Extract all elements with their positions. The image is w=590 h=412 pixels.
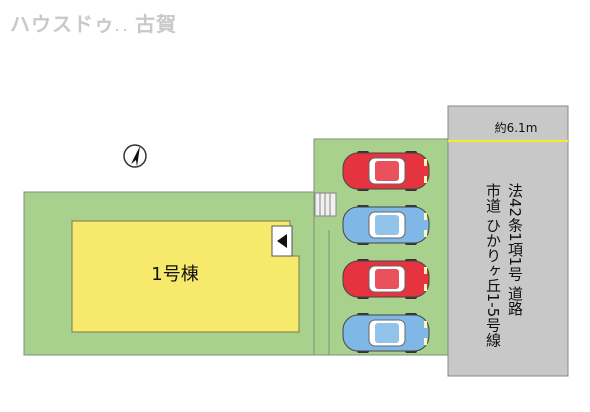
compass-north-icon bbox=[123, 144, 147, 168]
road-width-label: 約6.1m bbox=[494, 121, 538, 135]
road bbox=[447, 105, 569, 377]
car-icon bbox=[342, 151, 430, 191]
road-legal-label: 法42条1項1号 道路 bbox=[506, 183, 524, 316]
road-name-label: 市道 ひかりヶ丘1-5号線 bbox=[484, 183, 502, 348]
building-label: 1号棟 bbox=[151, 264, 199, 285]
entrance-arrow-icon bbox=[271, 225, 293, 257]
parking-area bbox=[342, 151, 430, 353]
car-icon bbox=[342, 259, 430, 299]
car-icon bbox=[342, 205, 430, 245]
stairs-icon bbox=[314, 192, 337, 217]
building-1 bbox=[71, 220, 300, 333]
watermark-brand: ハウスドゥ bbox=[10, 12, 115, 36]
watermark-location: 古賀 bbox=[135, 12, 178, 36]
watermark: ハウスドゥ. . 古賀 bbox=[10, 8, 177, 37]
car-icon bbox=[342, 313, 430, 353]
watermark-dots: . . bbox=[115, 21, 128, 34]
